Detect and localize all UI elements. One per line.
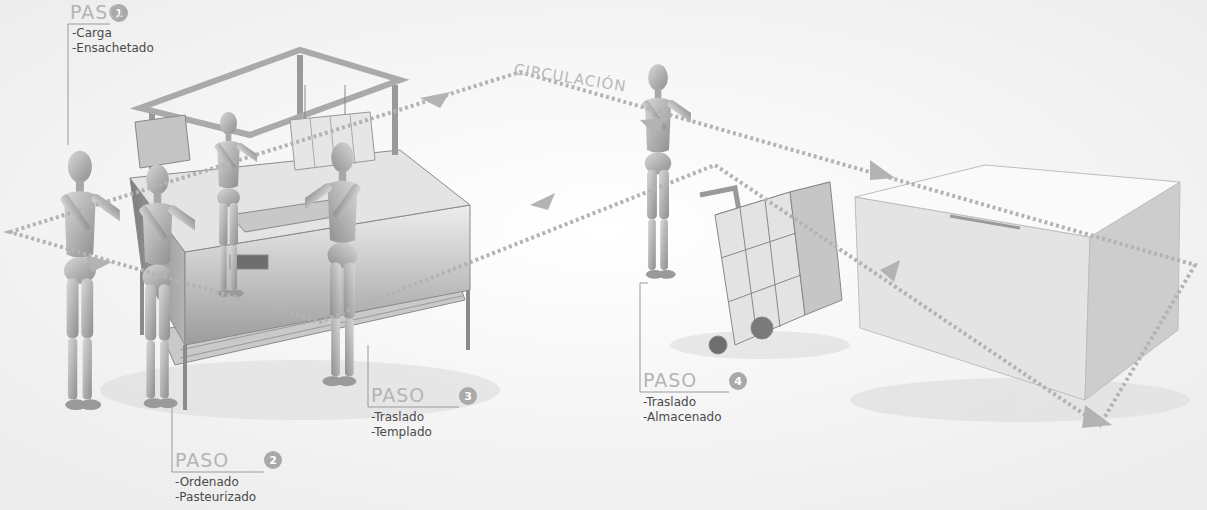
direction-arrow [880,260,900,282]
trolley-wheel [709,336,727,354]
hand-trolley [700,182,842,354]
worker-figure [269,143,362,387]
step-task: -Templado [371,425,432,439]
crate-grid [765,200,780,327]
step-heading: PASO [70,1,124,24]
direction-arrow [870,160,895,180]
freezer-lid [855,165,1180,237]
step-task: -Ensachetado [72,41,154,55]
direction-arrow [420,92,450,108]
circulation-path [10,72,1195,428]
step-number: 3 [464,391,472,402]
step-task: -Almacenado [643,410,722,424]
step-task: -Pasteurizado [175,490,256,504]
leader-line [640,283,729,392]
table-leg [466,290,470,350]
trolley-wheel [751,317,773,339]
crate-grid [740,208,757,337]
step-heading: PASO [643,369,697,392]
step-task: -Traslado [643,395,696,409]
step-number: 4 [734,376,742,387]
freezer-handle [950,216,1020,228]
worker-figure [641,64,723,279]
table-tray [230,200,345,232]
tray-grid [310,118,315,168]
step-heading: PASO [175,449,229,472]
leader-line [368,345,459,407]
hanging-wire [305,85,306,120]
step-task: -Ordenado [175,475,239,489]
step-task: -Traslado [371,410,424,424]
circulation-dotted-line [10,72,1195,425]
step-heading: PASO [371,384,425,407]
step-task: -Carga [72,26,112,40]
crate-grid [728,275,801,302]
table-leg [183,345,187,410]
leader-line [172,405,264,472]
crate-grid [721,233,796,258]
direction-arrow [530,193,555,210]
leaders [68,24,729,472]
direction-arrow [85,255,112,272]
step-number-badge: 4 [729,372,747,390]
shadow [850,378,1190,422]
worker-figure [214,112,285,297]
worker-figure [138,165,231,409]
filling-hopper [135,115,190,168]
hanging-wire [345,85,346,115]
workers [59,64,723,410]
step-number-badge: 2 [264,451,282,469]
crate-side [790,182,842,315]
direction-arrow [640,118,668,134]
step-number: 2 [269,455,277,466]
direction-arrow [1082,405,1112,428]
step-number-badge: 3 [459,387,477,405]
chest-freezer [855,165,1180,400]
frame-post [392,85,398,155]
